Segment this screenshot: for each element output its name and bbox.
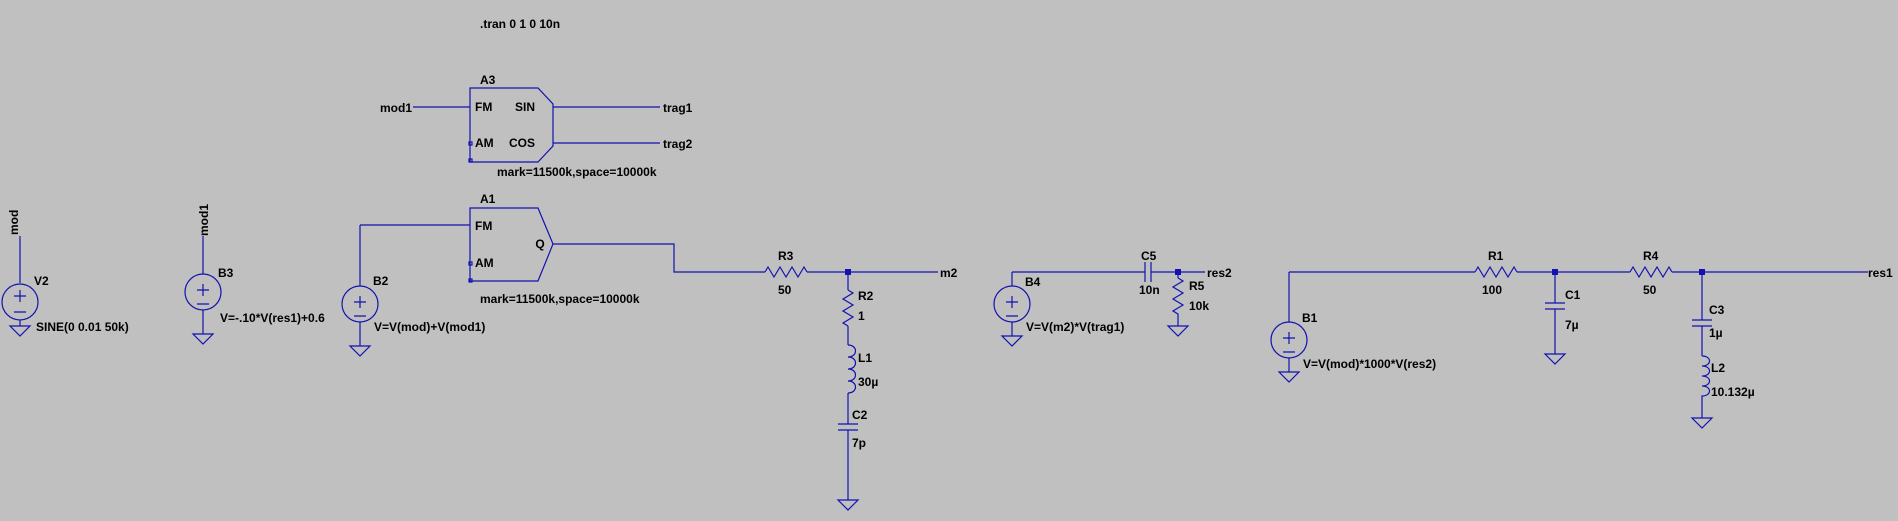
capacitor-c5[interactable]: C5 10n — [1139, 249, 1160, 297]
tran-directive[interactable]: .tran 0 1 0 10n — [480, 17, 560, 31]
net-label-res2: res2 — [1207, 266, 1232, 280]
b1-value: V=V(mod)*1000*V(res2) — [1303, 357, 1436, 371]
c2-value: 7p — [852, 436, 866, 450]
net-label-mod1: mod1 — [197, 204, 211, 236]
r5-name: R5 — [1189, 279, 1205, 293]
r1-value: 100 — [1482, 283, 1502, 297]
source-b1[interactable]: B1 V=V(mod)*1000*V(res2) — [1270, 272, 1436, 383]
v2-name: V2 — [34, 274, 49, 288]
l2-value: 10.132µ — [1711, 385, 1755, 399]
resistor-r3[interactable]: R3 50 — [764, 249, 808, 297]
resistor-r4[interactable]: R4 50 — [1629, 249, 1673, 297]
r4-name: R4 — [1643, 249, 1659, 263]
l2-name: L2 — [1711, 361, 1725, 375]
b3-value: V=-.10*V(res1)+0.6 — [220, 311, 325, 325]
r1-name: R1 — [1488, 249, 1504, 263]
a3-pin-sin: SIN — [515, 100, 535, 114]
net-label-trag2: trag2 — [663, 137, 693, 151]
r4-value: 50 — [1643, 283, 1657, 297]
ground-c2 — [836, 499, 860, 511]
b4-value: V=V(m2)*V(trag1) — [1026, 320, 1124, 334]
c2-name: C2 — [852, 408, 868, 422]
a3-pin-fm: FM — [475, 100, 492, 114]
resistor-r5[interactable]: R5 10k — [1166, 277, 1209, 337]
c1-value: 7µ — [1565, 318, 1579, 332]
a1-pin-fm: FM — [475, 219, 492, 233]
l1-value: 30µ — [858, 375, 878, 389]
a3-params: mark=11500k,space=10000k — [497, 165, 657, 179]
c3-name: C3 — [1709, 303, 1725, 317]
b4-name: B4 — [1025, 275, 1041, 289]
capacitor-c3[interactable]: C3 1µ — [1692, 272, 1725, 356]
b2-value: V=V(mod)+V(mod1) — [374, 320, 485, 334]
a1-params: mark=11500k,space=10000k — [480, 292, 640, 306]
source-b2[interactable]: B2 V=V(mod)+V(mod1) — [341, 225, 485, 357]
a1-pin-am: AM — [475, 256, 494, 270]
b3-name: B3 — [218, 266, 234, 280]
net-label-m2: m2 — [940, 266, 958, 280]
resistor-r1[interactable]: R1 100 — [1474, 249, 1518, 297]
r3-name: R3 — [778, 249, 794, 263]
source-v2[interactable]: mod V2 SINE(0 0.01 50k) — [1, 210, 129, 337]
source-b4[interactable]: B4 V=V(m2)*V(trag1) — [993, 272, 1124, 347]
c5-name: C5 — [1141, 249, 1157, 263]
a1-pin-q: Q — [535, 237, 544, 251]
c1-name: C1 — [1565, 288, 1581, 302]
wire-a1-to-r3 — [553, 243, 765, 273]
net-label-res1: res1 — [1868, 266, 1893, 280]
source-b3[interactable]: mod1 B3 V=-.10*V(res1)+0.6 — [184, 204, 325, 345]
r5-value: 10k — [1189, 299, 1209, 313]
b1-name: B1 — [1302, 311, 1318, 325]
a3-pin-am: AM — [475, 136, 494, 150]
a3-pin-cos: COS — [509, 136, 535, 150]
c5-value: 10n — [1139, 283, 1160, 297]
c3-value: 1µ — [1709, 326, 1723, 340]
capacitor-c1[interactable]: C1 7µ — [1543, 272, 1581, 365]
r2-value: 1 — [858, 309, 865, 323]
a3-name: A3 — [480, 73, 496, 87]
net-label-trag1: trag1 — [663, 101, 693, 115]
net-label-mod1-a3: mod1 — [380, 101, 412, 115]
v2-value: SINE(0 0.01 50k) — [36, 320, 129, 334]
l1-name: L1 — [858, 351, 872, 365]
inductor-l2[interactable]: L2 10.132µ — [1690, 355, 1755, 429]
inductor-l1[interactable]: L1 30µ — [847, 344, 878, 394]
capacitor-c2[interactable]: C2 7p — [838, 408, 868, 450]
resistor-r2[interactable]: R2 1 — [841, 289, 874, 327]
a1-name: A1 — [480, 192, 496, 206]
net-label-mod: mod — [7, 210, 21, 235]
r2-name: R2 — [858, 289, 874, 303]
modulator-a3[interactable]: mod1 A3 FM AM SIN COS trag1 trag2 mark=1… — [380, 73, 693, 179]
modulator-a1[interactable]: A1 FM AM Q mark=11500k,space=10000k — [468, 192, 640, 306]
r3-value: 50 — [778, 283, 792, 297]
b2-name: B2 — [373, 274, 389, 288]
